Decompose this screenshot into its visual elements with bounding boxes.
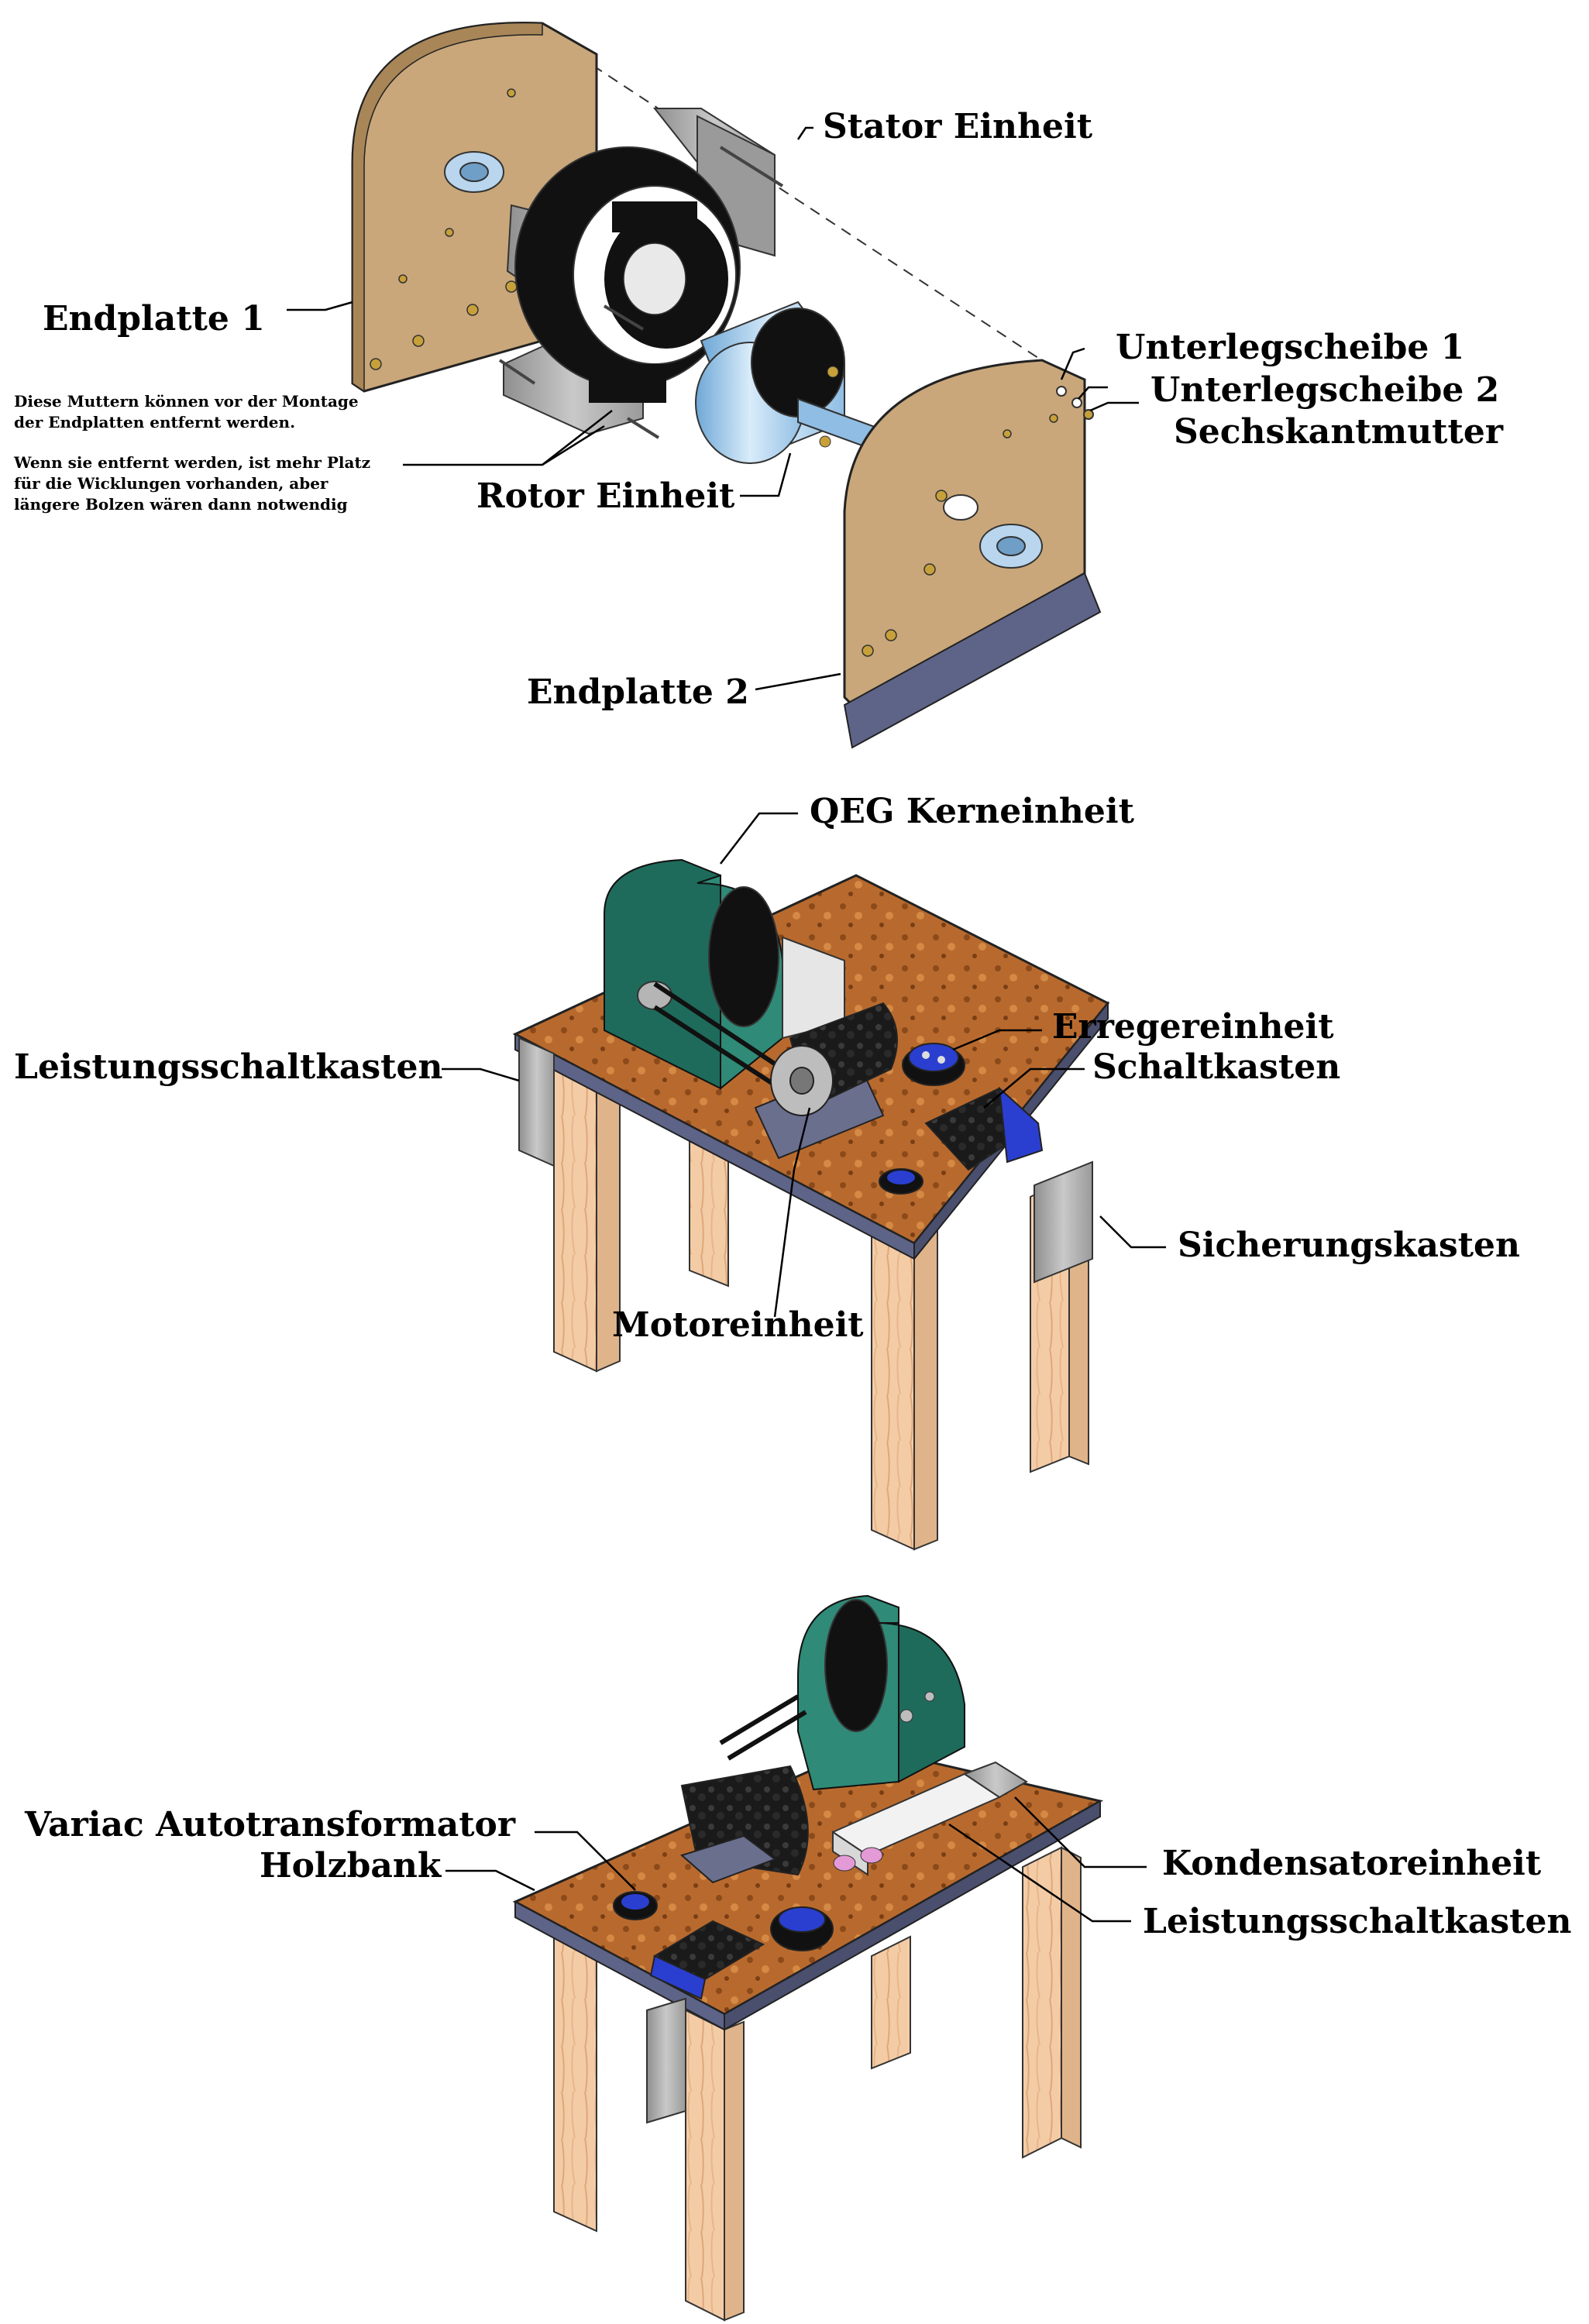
label-endplatte1: Endplatte 1 (43, 299, 265, 339)
rotor-assembly (695, 301, 891, 464)
exciter-unit (902, 1043, 965, 1086)
variac-autotransformer (613, 1891, 658, 1920)
label-unterlegscheibe1: Unterlegscheibe 1 (1116, 328, 1464, 367)
power-switch-box (518, 1037, 555, 1167)
power-switch-box-2 (646, 1997, 686, 2124)
leader-sechskantmutter (1089, 401, 1139, 412)
endplate-2-bearing (943, 494, 1043, 569)
leader-qeg (720, 812, 798, 865)
endplate-2-bolts (862, 414, 1058, 657)
leader-note-nut2 (542, 410, 613, 466)
leader-endplatte2 (755, 672, 841, 691)
leader-schaltkasten (983, 1067, 1085, 1109)
label-endplatte2: Endplatte 2 (527, 672, 749, 712)
note-line-5: längere Bolzen wären dann notwendig (14, 495, 348, 514)
note-line-1: Diese Muttern können vor der Montage (14, 392, 359, 411)
endplate-1-bolts (370, 88, 518, 370)
leader-sicherungskasten (1099, 1215, 1166, 1249)
power-switch-box-top (962, 1761, 1028, 1799)
qeg-core-unit-2 (797, 1594, 965, 1791)
label-sechskantmutter: Sechskantmutter (1174, 412, 1504, 452)
fuse-box (1034, 1160, 1093, 1284)
stator-assembly (498, 108, 784, 439)
exciter-unit-2 (770, 1906, 834, 1951)
label-rotor: Rotor Einheit (476, 476, 735, 516)
leader-holzbank (445, 1869, 535, 1892)
label-leistungsschaltkasten-1: Leistungsschaltkasten (14, 1047, 442, 1087)
leader-rotor (740, 452, 792, 497)
endplate-1-edge (352, 22, 543, 393)
table-view-2: Variac Autotransformator Holzbank Konden… (24, 1594, 1571, 2322)
leader-note-nut1 (403, 425, 605, 466)
leader-leistungsschaltkasten (442, 1067, 520, 1082)
label-kondensatoreinheit: Kondensatoreinheit (1162, 1844, 1542, 1883)
leader-endplatte1 (287, 301, 353, 311)
note-line-3: Wenn sie entfernt werden, ist mehr Platz (13, 453, 370, 472)
motor-unit (754, 1002, 898, 1160)
table-legs-2 (553, 1846, 1082, 2322)
control-box (924, 1086, 1044, 1171)
label-stator: Stator Einheit (823, 107, 1093, 146)
label-holzbank: Holzbank (260, 1846, 442, 1886)
note-line-4: für die Wicklungen vorhanden, aber (14, 474, 328, 493)
endplate-2 (843, 359, 1086, 706)
leader-stator (796, 126, 813, 140)
drive-belt-2 (719, 1694, 807, 1761)
label-unterlegscheibe2: Unterlegscheibe 2 (1150, 370, 1499, 410)
leader-motoreinheit (773, 1107, 811, 1318)
label-schaltkasten: Schaltkasten (1092, 1047, 1340, 1087)
table-view-1: QEG Kerneinheit Leistungsschaltkasten Er… (14, 792, 1520, 1551)
note-text: Diese Muttern können vor der Montage der… (13, 392, 370, 514)
endplate-2-foot (843, 572, 1102, 749)
exploded-view: Stator Einheit Endplatte 1 Unterlegschei… (13, 22, 1504, 749)
note-line-2: der Endplatten entfernt werden. (14, 413, 295, 431)
leader-unterlegscheibe2 (1078, 386, 1108, 400)
endplate-1-bearing (444, 151, 504, 193)
leader-erregereinheit (952, 1029, 1042, 1051)
leader-leistungsschaltkasten-2 (948, 1823, 1131, 1923)
washer-nut-stack (1056, 386, 1094, 420)
leader-unterlegscheibe1 (1060, 347, 1085, 380)
label-qeg: QEG Kerneinheit (810, 792, 1135, 831)
label-variac: Variac Autotransformator (24, 1805, 516, 1844)
label-motoreinheit: Motoreinheit (612, 1305, 864, 1345)
label-leistungsschaltkasten-2: Leistungsschaltkasten (1143, 1902, 1571, 1941)
alignment-line (545, 34, 1066, 376)
capacitor-unit (831, 1772, 1002, 1876)
control-box-2 (649, 1920, 765, 2000)
label-sicherungskasten: Sicherungskasten (1178, 1226, 1520, 1265)
label-erregereinheit: Erregereinheit (1052, 1007, 1334, 1047)
leader-variac (535, 1831, 636, 1891)
motor-unit-2 (679, 1765, 809, 1884)
leader-kondensatoreinheit (1014, 1796, 1147, 1868)
